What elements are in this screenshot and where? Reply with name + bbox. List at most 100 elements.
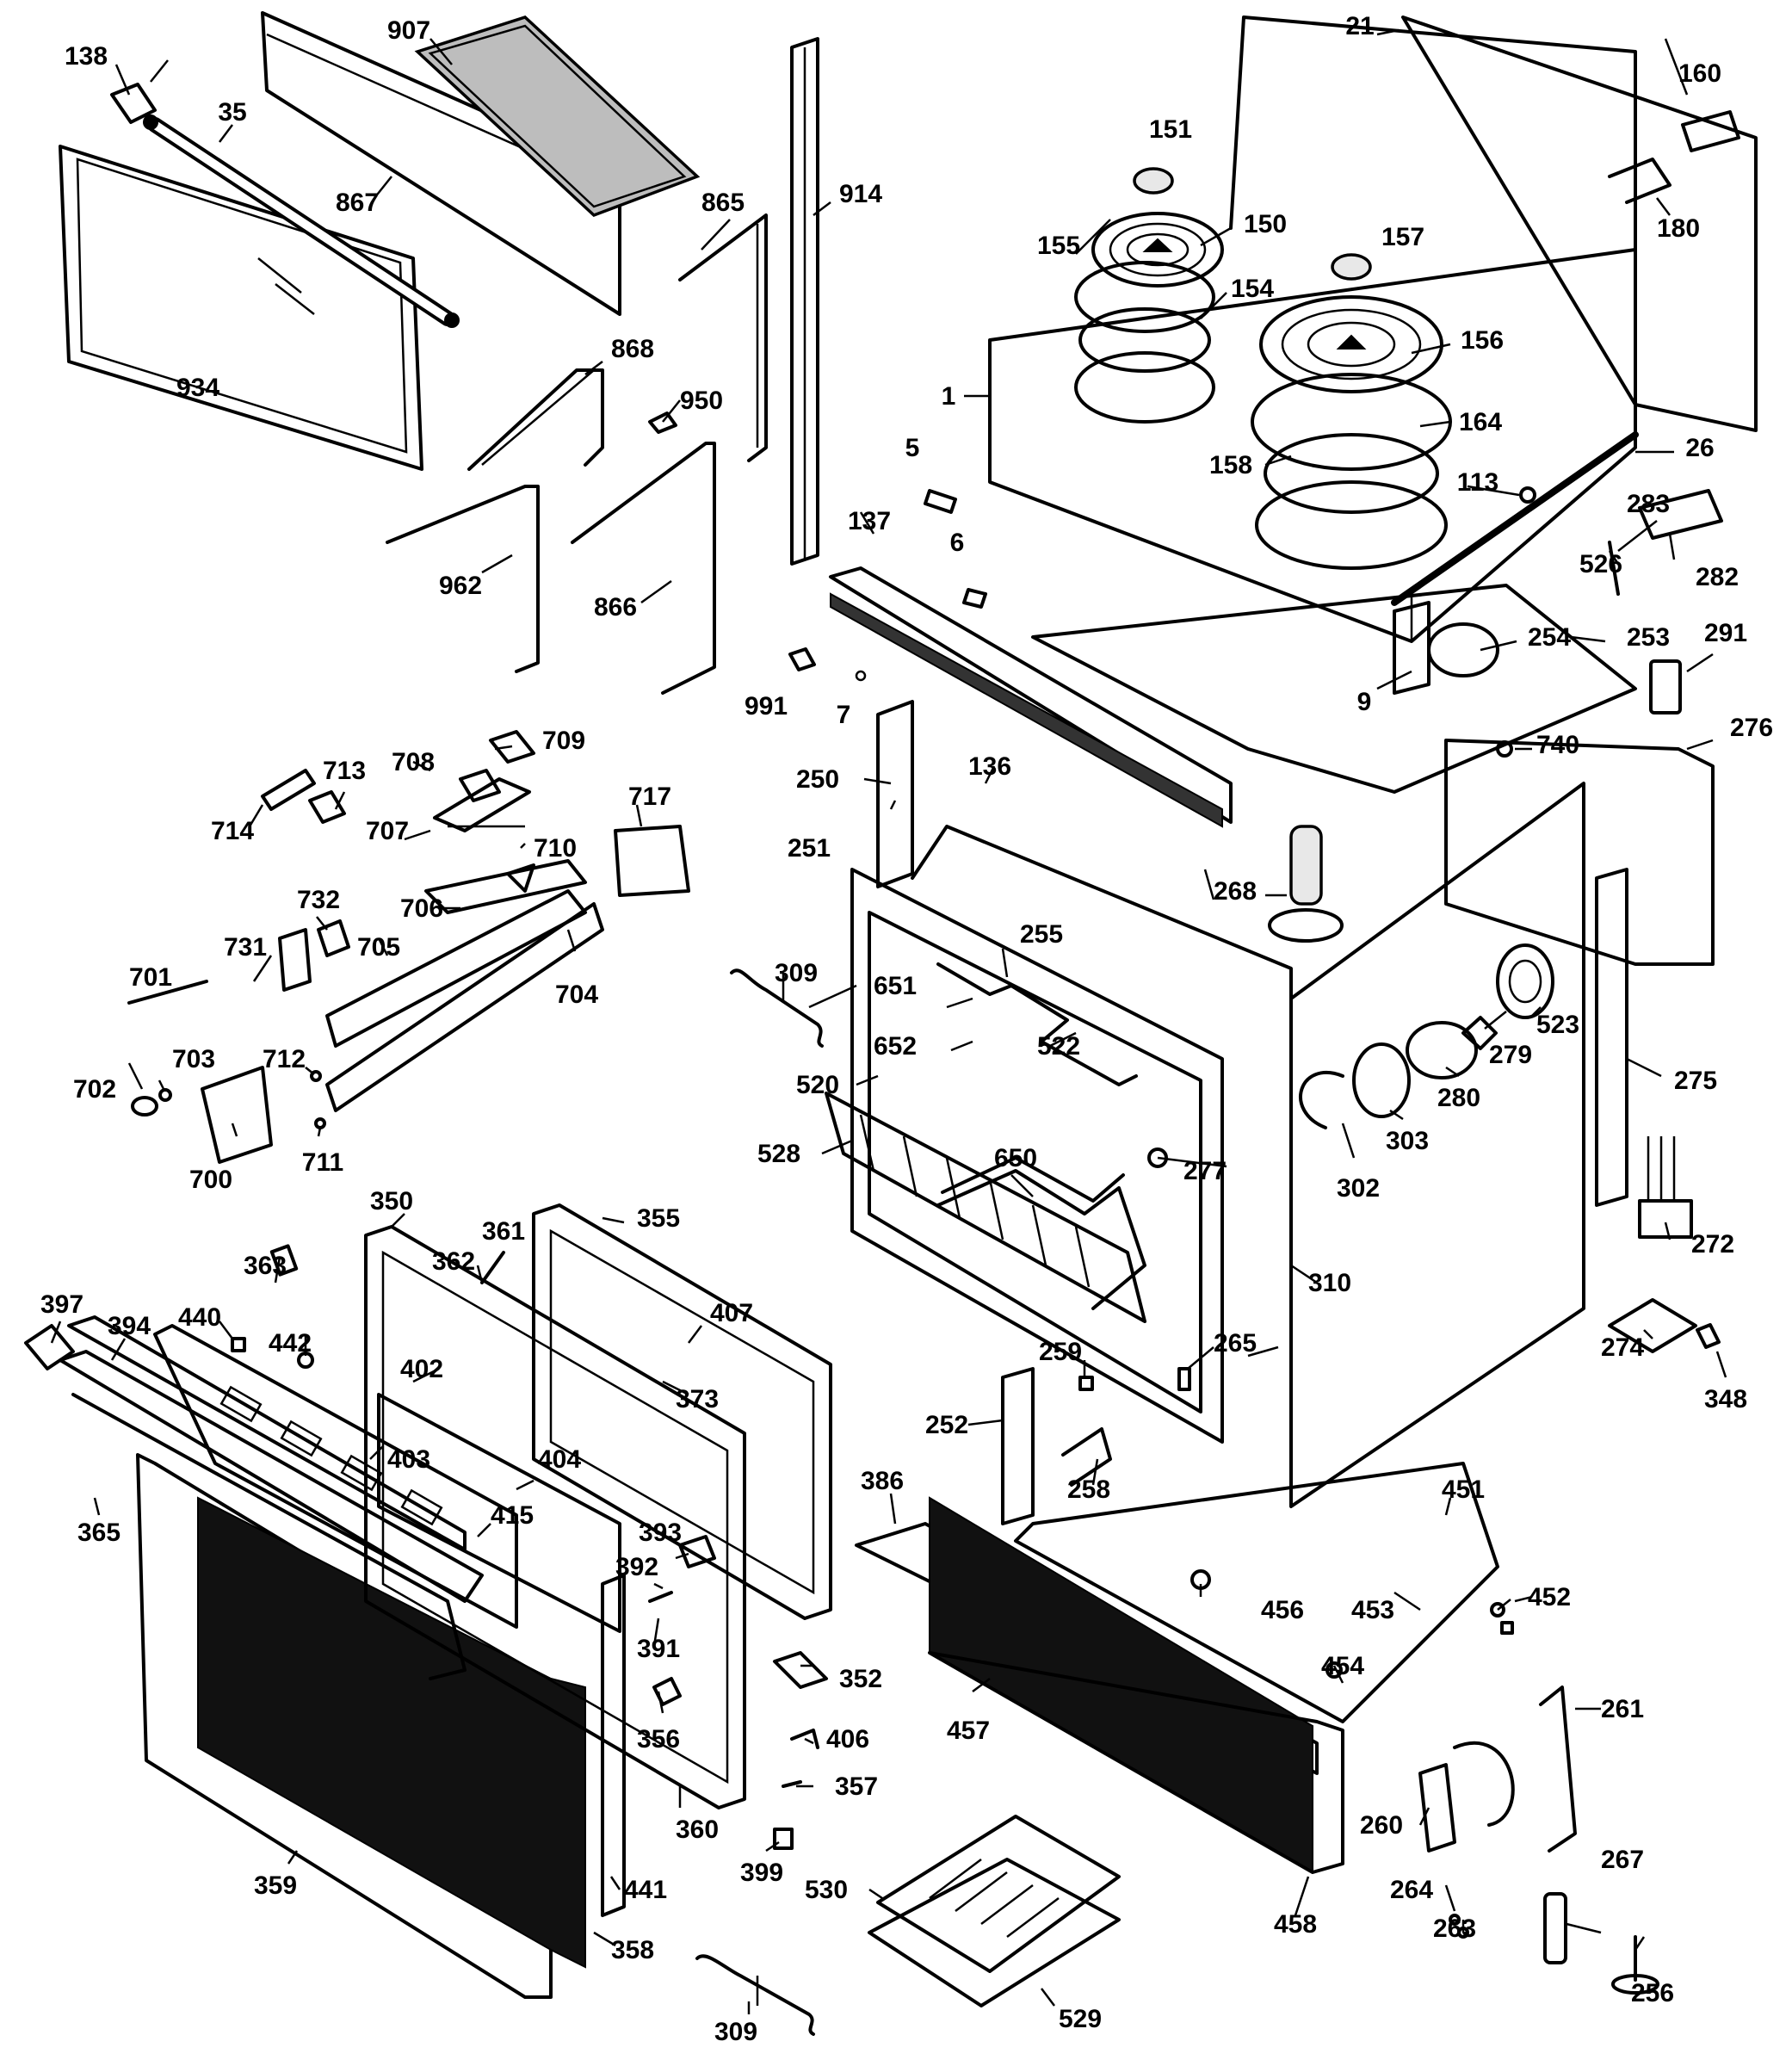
part-label-528: 528 <box>757 1140 800 1168</box>
part-label-442: 442 <box>269 1329 312 1358</box>
part-label-415: 415 <box>491 1501 534 1530</box>
bracket-261 <box>1539 1686 1577 1853</box>
base-frame-451 <box>1014 1462 1499 1723</box>
door-hardware <box>24 1244 828 1850</box>
side-trim-275 <box>1595 868 1628 1207</box>
part-label-275: 275 <box>1674 1067 1717 1095</box>
part-label-282: 282 <box>1696 563 1739 591</box>
part-label-250: 250 <box>796 765 839 794</box>
clip-950 <box>648 411 677 434</box>
part-label-260: 260 <box>1360 1811 1403 1840</box>
bracket-962 <box>386 485 540 673</box>
part-label-365: 365 <box>77 1519 120 1547</box>
oven-rack-528 <box>825 1092 1146 1323</box>
part-label-962: 962 <box>439 572 482 600</box>
part-label-263: 263 <box>1433 1914 1476 1943</box>
part-label-709: 709 <box>542 727 585 755</box>
part-label-35: 35 <box>218 98 246 127</box>
back-panel-21 <box>1401 15 1758 432</box>
part-label-907: 907 <box>387 16 430 45</box>
part-label-404: 404 <box>538 1445 581 1474</box>
part-label-950: 950 <box>680 387 723 415</box>
terminal-block-272 <box>1638 1136 1693 1239</box>
part-label-934: 934 <box>176 374 219 402</box>
part-label-5: 5 <box>905 434 920 462</box>
part-label-261: 261 <box>1601 1695 1644 1723</box>
part-label-6: 6 <box>950 529 965 557</box>
part-label-529: 529 <box>1059 2005 1102 2033</box>
part-label-522: 522 <box>1037 1032 1080 1061</box>
bracket-868 <box>467 368 604 471</box>
part-label-701: 701 <box>129 963 172 992</box>
part-label-454: 454 <box>1321 1652 1364 1680</box>
part-label-704: 704 <box>555 980 598 1009</box>
rod-309 <box>695 968 824 2036</box>
part-label-520: 520 <box>796 1071 839 1099</box>
hinge-254 <box>1393 601 1499 695</box>
clip-348 <box>1696 1323 1721 1349</box>
part-label-406: 406 <box>826 1725 869 1754</box>
surface-unit-150 <box>1091 212 1224 288</box>
leader-lines <box>50 28 1727 2014</box>
part-label-158: 158 <box>1209 451 1252 479</box>
part-label-155: 155 <box>1037 232 1080 260</box>
part-label-267: 267 <box>1601 1846 1644 1874</box>
part-label-136: 136 <box>968 752 1011 781</box>
part-label-530: 530 <box>805 1876 848 1904</box>
part-label-151: 151 <box>1149 115 1192 144</box>
hinge-441 <box>601 1574 626 1917</box>
bake-element-650 <box>936 1156 1146 1310</box>
broiler-pan-530 <box>876 1815 1121 1973</box>
vent-trim-394 <box>67 1315 467 1551</box>
part-label-867: 867 <box>336 189 379 217</box>
control-panel-137 <box>829 566 1233 828</box>
part-label-712: 712 <box>263 1045 306 1073</box>
vertical-post-914 <box>790 37 819 566</box>
part-label-456: 456 <box>1261 1596 1304 1624</box>
part-label-291: 291 <box>1704 619 1747 647</box>
part-label-355: 355 <box>637 1204 680 1233</box>
part-label-451: 451 <box>1442 1475 1485 1504</box>
rear-panel-276 <box>1444 739 1715 966</box>
part-label-711: 711 <box>302 1148 343 1177</box>
part-label-440: 440 <box>178 1303 221 1332</box>
part-label-137: 137 <box>848 507 891 535</box>
part-label-458: 458 <box>1274 1910 1317 1939</box>
bracket-865 <box>678 213 768 462</box>
part-label-280: 280 <box>1437 1084 1480 1112</box>
oven-top-253 <box>1031 584 1637 794</box>
part-label-710: 710 <box>534 834 577 863</box>
part-label-164: 164 <box>1459 408 1502 436</box>
part-label-302: 302 <box>1337 1174 1380 1203</box>
part-label-441: 441 <box>624 1876 667 1904</box>
part-label-453: 453 <box>1351 1596 1394 1624</box>
part-label-868: 868 <box>611 335 654 363</box>
part-label-253: 253 <box>1627 623 1670 652</box>
part-label-157: 157 <box>1381 223 1424 251</box>
part-label-393: 393 <box>639 1519 682 1547</box>
part-label-180: 180 <box>1657 214 1700 243</box>
part-label-138: 138 <box>65 42 108 71</box>
part-label-350: 350 <box>370 1187 413 1215</box>
lamp-cover-303 <box>1352 1042 1411 1118</box>
part-label-279: 279 <box>1489 1041 1532 1069</box>
part-label-361: 361 <box>482 1217 525 1246</box>
part-label-310: 310 <box>1308 1269 1351 1297</box>
part-label-914: 914 <box>839 180 882 208</box>
part-label-700: 700 <box>189 1166 232 1194</box>
part-label-740: 740 <box>1536 731 1579 759</box>
switch-291 <box>1649 659 1682 714</box>
part-label-259: 259 <box>1039 1338 1082 1366</box>
drip-pan-ring-155 <box>1074 261 1215 424</box>
leveling-leg-256 <box>1611 1935 1659 1995</box>
part-label-523: 523 <box>1536 1011 1579 1039</box>
part-label-714: 714 <box>211 817 254 845</box>
part-label-707: 707 <box>366 817 409 845</box>
part-label-391: 391 <box>637 1635 680 1663</box>
part-label-348: 348 <box>1704 1385 1747 1413</box>
part-label-732: 732 <box>297 886 340 914</box>
support-252 <box>1001 1367 1035 1525</box>
part-label-708: 708 <box>392 748 435 776</box>
part-label-358: 358 <box>611 1936 654 1964</box>
part-label-156: 156 <box>1461 326 1504 355</box>
